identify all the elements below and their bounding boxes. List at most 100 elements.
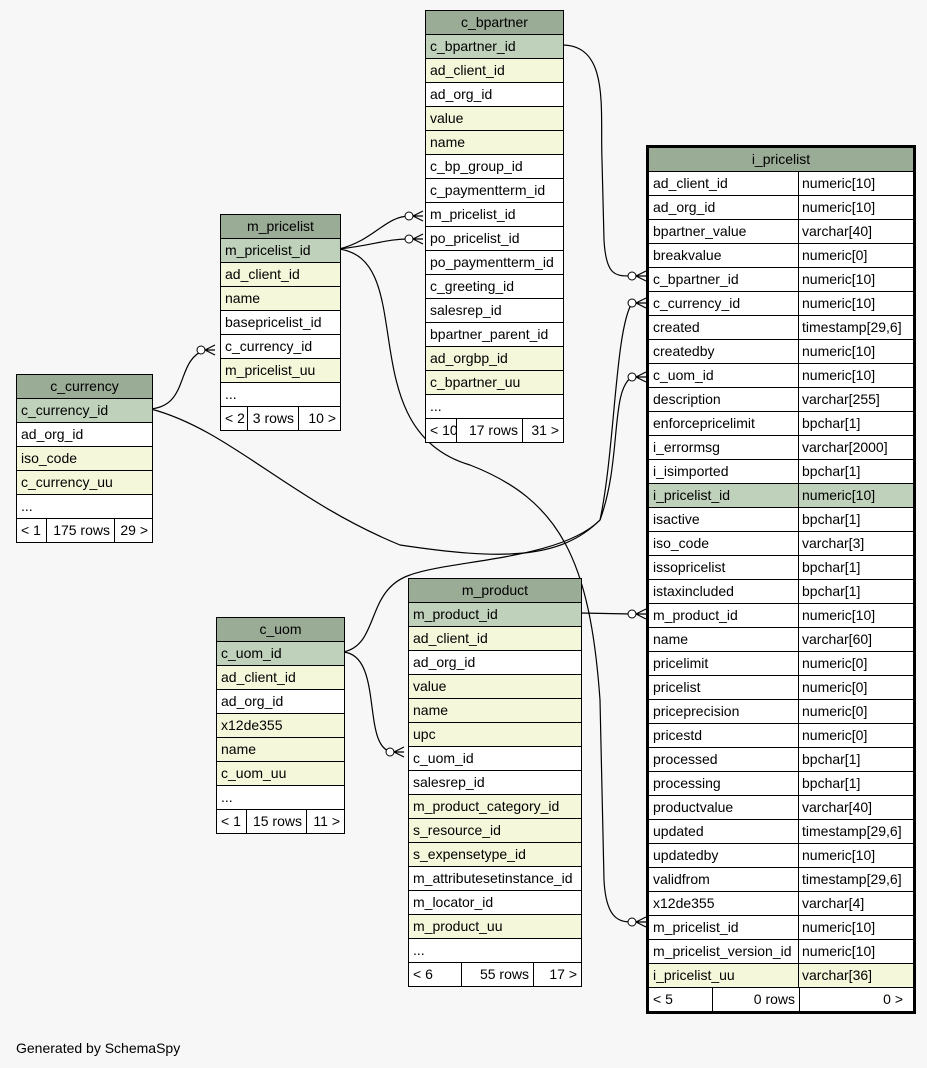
column-row[interactable]: c_uom_id — [217, 642, 344, 666]
column-row[interactable]: c_currency_id — [221, 335, 340, 359]
column-row[interactable]: ad_client_id — [409, 627, 581, 651]
column-row[interactable]: value — [426, 107, 563, 131]
table-title[interactable]: m_pricelist — [221, 215, 340, 239]
column-row[interactable]: name — [221, 287, 340, 311]
column-row[interactable]: name — [426, 131, 563, 155]
column-row[interactable]: ad_client_id — [221, 263, 340, 287]
column-row[interactable]: s_resource_id — [409, 819, 581, 843]
column-row[interactable]: m_product_uu — [409, 915, 581, 939]
column-row[interactable]: m_pricelist_id — [426, 203, 563, 227]
column-row[interactable]: ... — [221, 383, 340, 407]
children-count[interactable]: 0 > — [799, 988, 907, 1011]
column-row[interactable]: ... — [17, 495, 152, 519]
column-row[interactable]: c_greeting_id — [426, 275, 563, 299]
column-row[interactable]: ... — [409, 939, 581, 963]
column-row[interactable]: basepricelist_id — [221, 311, 340, 335]
column-row[interactable]: bpartner_parent_id — [426, 323, 563, 347]
column-row[interactable]: name — [409, 699, 581, 723]
column-row[interactable]: c_uom_uu — [217, 762, 344, 786]
column-row[interactable]: po_pricelist_id — [426, 227, 563, 251]
column-row[interactable]: po_paymentterm_id — [426, 251, 563, 275]
column-row[interactable]: x12de355 — [217, 714, 344, 738]
column-row[interactable]: ... — [426, 395, 563, 419]
table-title[interactable]: c_uom — [217, 618, 344, 642]
column-row[interactable]: c_bp_group_id — [426, 155, 563, 179]
column-row[interactable]: s_expensetype_id — [409, 843, 581, 867]
parents-count[interactable]: < 5 — [653, 991, 673, 1007]
column-row[interactable]: ad_org_id — [17, 423, 152, 447]
table-title[interactable]: m_product — [409, 579, 581, 603]
parents-count[interactable]: < 10 — [430, 422, 456, 438]
column-row[interactable]: ad_org_id — [217, 690, 344, 714]
children-count[interactable]: 10 > — [298, 407, 340, 430]
column-row[interactable]: value — [409, 675, 581, 699]
column-row[interactable]: m_pricelist_uu — [221, 359, 340, 383]
column-row[interactable]: upc — [409, 723, 581, 747]
column-row[interactable]: m_pricelist_id — [221, 239, 340, 263]
column-row[interactable]: c_paymentterm_id — [426, 179, 563, 203]
column-row[interactable]: c_currency_uu — [17, 471, 152, 495]
column-row[interactable]: m_product_category_id — [409, 795, 581, 819]
column-row[interactable]: salesrep_id — [426, 299, 563, 323]
column-row[interactable]: iso_code — [17, 447, 152, 471]
column-row[interactable]: ad_orgbp_id — [426, 347, 563, 371]
column-row[interactable]: name — [217, 738, 344, 762]
column-row[interactable]: ad_org_id — [426, 83, 563, 107]
children-count[interactable]: 31 > — [522, 419, 563, 442]
column-row[interactable]: c_uom_id — [409, 747, 581, 771]
children-count[interactable]: 11 > — [306, 810, 344, 833]
table-title[interactable]: c_currency — [17, 375, 152, 399]
children-count[interactable]: 17 > — [533, 963, 581, 986]
column-row[interactable]: ad_org_id — [409, 651, 581, 675]
column-row[interactable]: ... — [217, 786, 344, 810]
parents-count[interactable]: < 1 — [221, 813, 241, 829]
children-count[interactable]: 29 > — [114, 519, 152, 542]
column-row[interactable]: m_product_id — [409, 603, 581, 627]
column-row[interactable]: c_bpartner_id — [426, 35, 563, 59]
parents-count[interactable]: < 6 — [413, 966, 433, 982]
column-row[interactable]: m_locator_id — [409, 891, 581, 915]
column-row[interactable]: c_currency_id — [17, 399, 152, 423]
parents-count[interactable]: < 2 — [225, 410, 245, 426]
column-row[interactable]: m_attributesetinstance_id — [409, 867, 581, 891]
column-row[interactable]: salesrep_id — [409, 771, 581, 795]
parents-count[interactable]: < 1 — [21, 522, 41, 538]
column-row[interactable]: ad_client_id — [426, 59, 563, 83]
